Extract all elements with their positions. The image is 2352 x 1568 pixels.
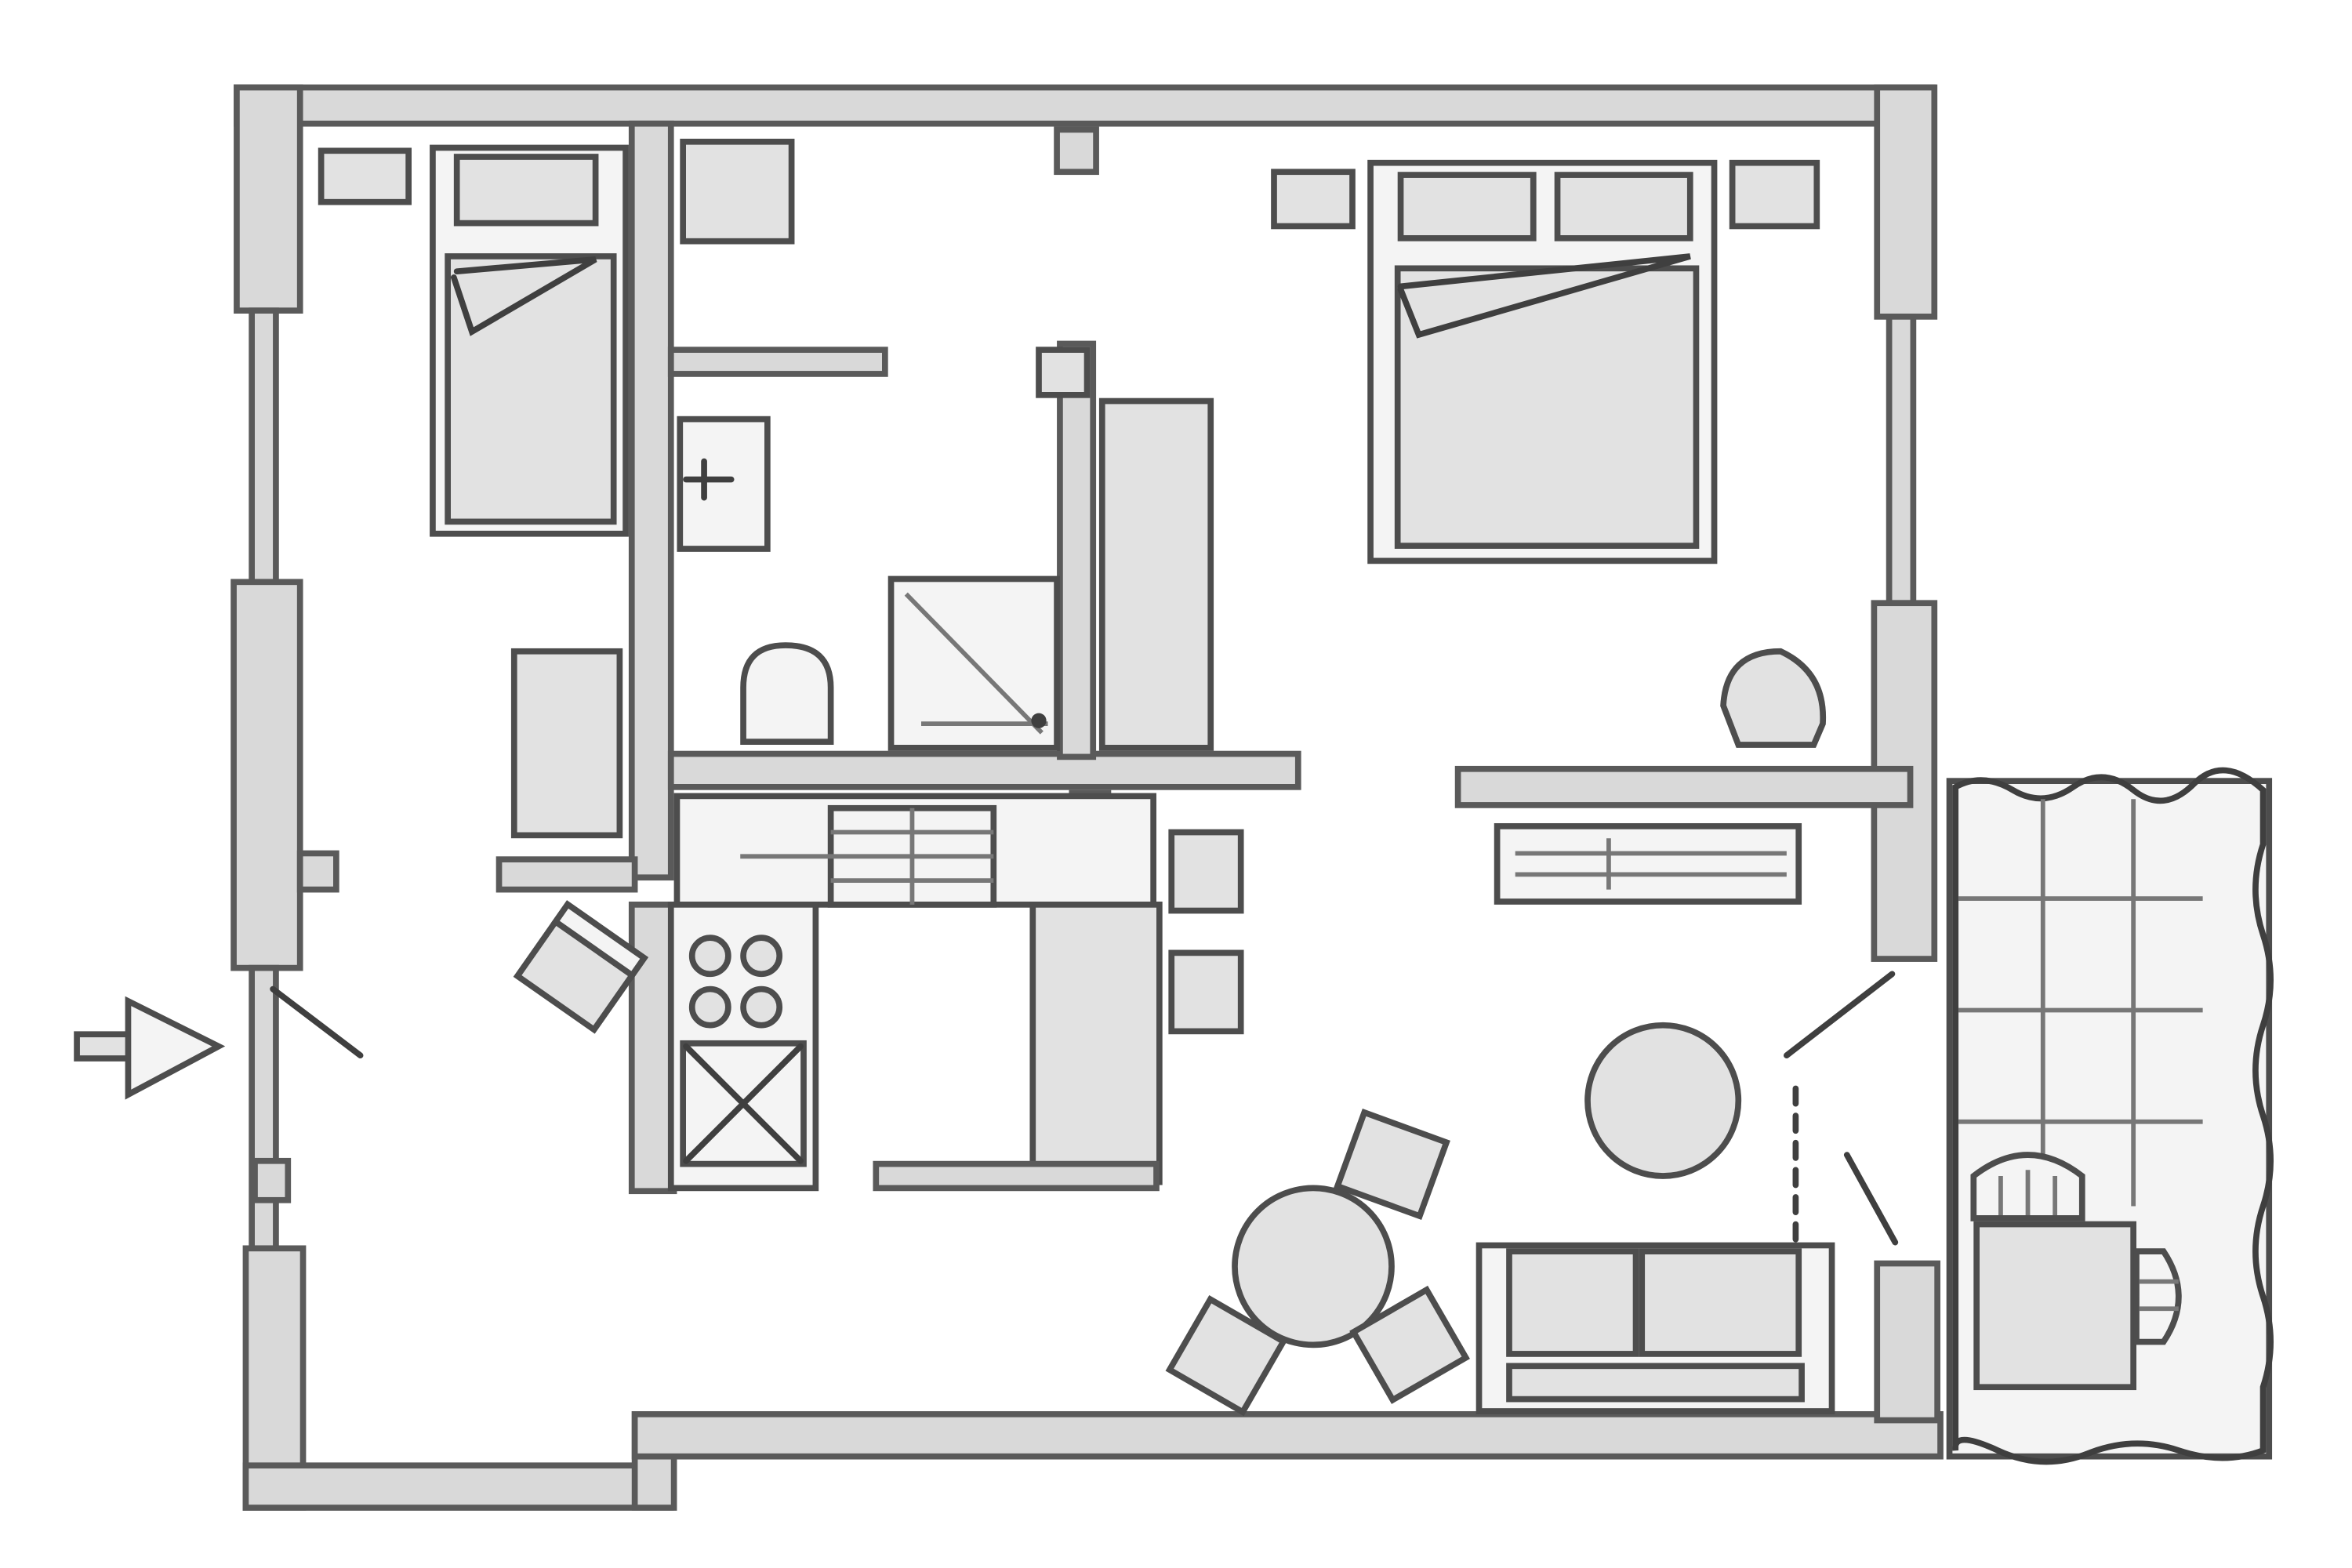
east-window xyxy=(1886,314,1917,607)
south-wall-east xyxy=(631,1411,1944,1460)
balcony-tiles xyxy=(1958,799,2203,1207)
balcony-door-swing-lower xyxy=(1843,1152,1899,1246)
south-wall-west xyxy=(242,1462,674,1511)
nightstand-left xyxy=(1271,169,1356,230)
dining-chair xyxy=(1334,1109,1450,1221)
kitchen xyxy=(667,793,1244,1192)
shower-icon xyxy=(887,575,1060,751)
balcony-side-table xyxy=(2133,1248,2182,1345)
bathroom-cabinet xyxy=(680,138,795,245)
east-door-jamb xyxy=(1874,1260,1941,1424)
nightstand xyxy=(318,147,412,205)
living-area xyxy=(1165,971,1899,1417)
kitchen-south-wall xyxy=(873,1160,1160,1192)
entrance-arrow-icon xyxy=(74,996,226,1100)
bedroom-armchair xyxy=(1720,648,1827,748)
entrance xyxy=(74,985,364,1100)
armchair-hall xyxy=(513,900,649,1034)
coffee-table-round xyxy=(1584,1022,1742,1179)
double-bed xyxy=(1367,159,1718,564)
balcony xyxy=(1946,767,2274,1465)
west-window-upper xyxy=(249,307,279,586)
wardrobe xyxy=(510,648,623,839)
bathroom xyxy=(677,138,1214,751)
blanket-fold xyxy=(451,256,597,336)
sofa-seat-right xyxy=(1639,1248,1802,1357)
sofa-back xyxy=(1506,1363,1805,1403)
bathroom-south-wall xyxy=(667,750,1301,790)
west-wall-middle xyxy=(230,579,303,971)
east-wall-upper xyxy=(1874,84,1938,320)
bar-stool-lower xyxy=(1168,949,1244,1035)
washbasin xyxy=(677,416,771,552)
pillow-left xyxy=(1397,172,1537,241)
bed-duvet xyxy=(1394,265,1700,549)
master-bedroom xyxy=(1271,159,1827,905)
dining-table xyxy=(1232,1185,1395,1348)
single-bedroom xyxy=(318,144,649,1034)
west-wall-pillar xyxy=(252,1157,292,1203)
sofa-seat-left xyxy=(1506,1248,1639,1357)
entrance-door-swing xyxy=(270,985,364,1058)
hall-stub-wall xyxy=(495,856,638,893)
partition-west-lower xyxy=(628,902,677,1195)
pillow-right xyxy=(1554,172,1693,241)
north-wall-stub xyxy=(1054,126,1099,176)
toilet-icon xyxy=(740,642,834,745)
kitchen-sink xyxy=(740,804,997,908)
bedroom-south-wall xyxy=(1454,765,1914,808)
balcony-planter-border xyxy=(1952,767,2274,1465)
interior-walls xyxy=(252,120,1914,1203)
sofa xyxy=(1475,1242,1835,1414)
single-bed xyxy=(430,144,629,537)
duvet-fold xyxy=(1397,253,1691,339)
oven xyxy=(680,1040,807,1167)
nightstand-right xyxy=(1729,159,1820,230)
stove-burners-icon xyxy=(688,935,783,1029)
partition-west-upper xyxy=(628,120,674,881)
north-wall xyxy=(234,84,1936,127)
bathroom-wall-unit xyxy=(1098,397,1214,751)
balcony-lounge-chair xyxy=(1970,1152,2136,1391)
kitchen-island xyxy=(1029,902,1163,1185)
west-wall-upper xyxy=(234,84,303,314)
west-window-lower xyxy=(249,964,279,1252)
bathroom-partition xyxy=(1057,340,1097,760)
dining-set xyxy=(1165,1109,1470,1417)
bed-pillow xyxy=(453,154,599,227)
dining-chair xyxy=(1349,1285,1470,1404)
bar-stool-upper xyxy=(1168,829,1244,914)
vent-shaft xyxy=(1036,347,1091,398)
west-wall-stub xyxy=(296,850,339,893)
balcony-door-swing xyxy=(1784,971,1896,1058)
bathroom-short-wall xyxy=(667,347,888,377)
exterior-walls xyxy=(230,84,1944,1511)
dresser xyxy=(1494,823,1802,905)
dining-chair xyxy=(1165,1294,1288,1417)
